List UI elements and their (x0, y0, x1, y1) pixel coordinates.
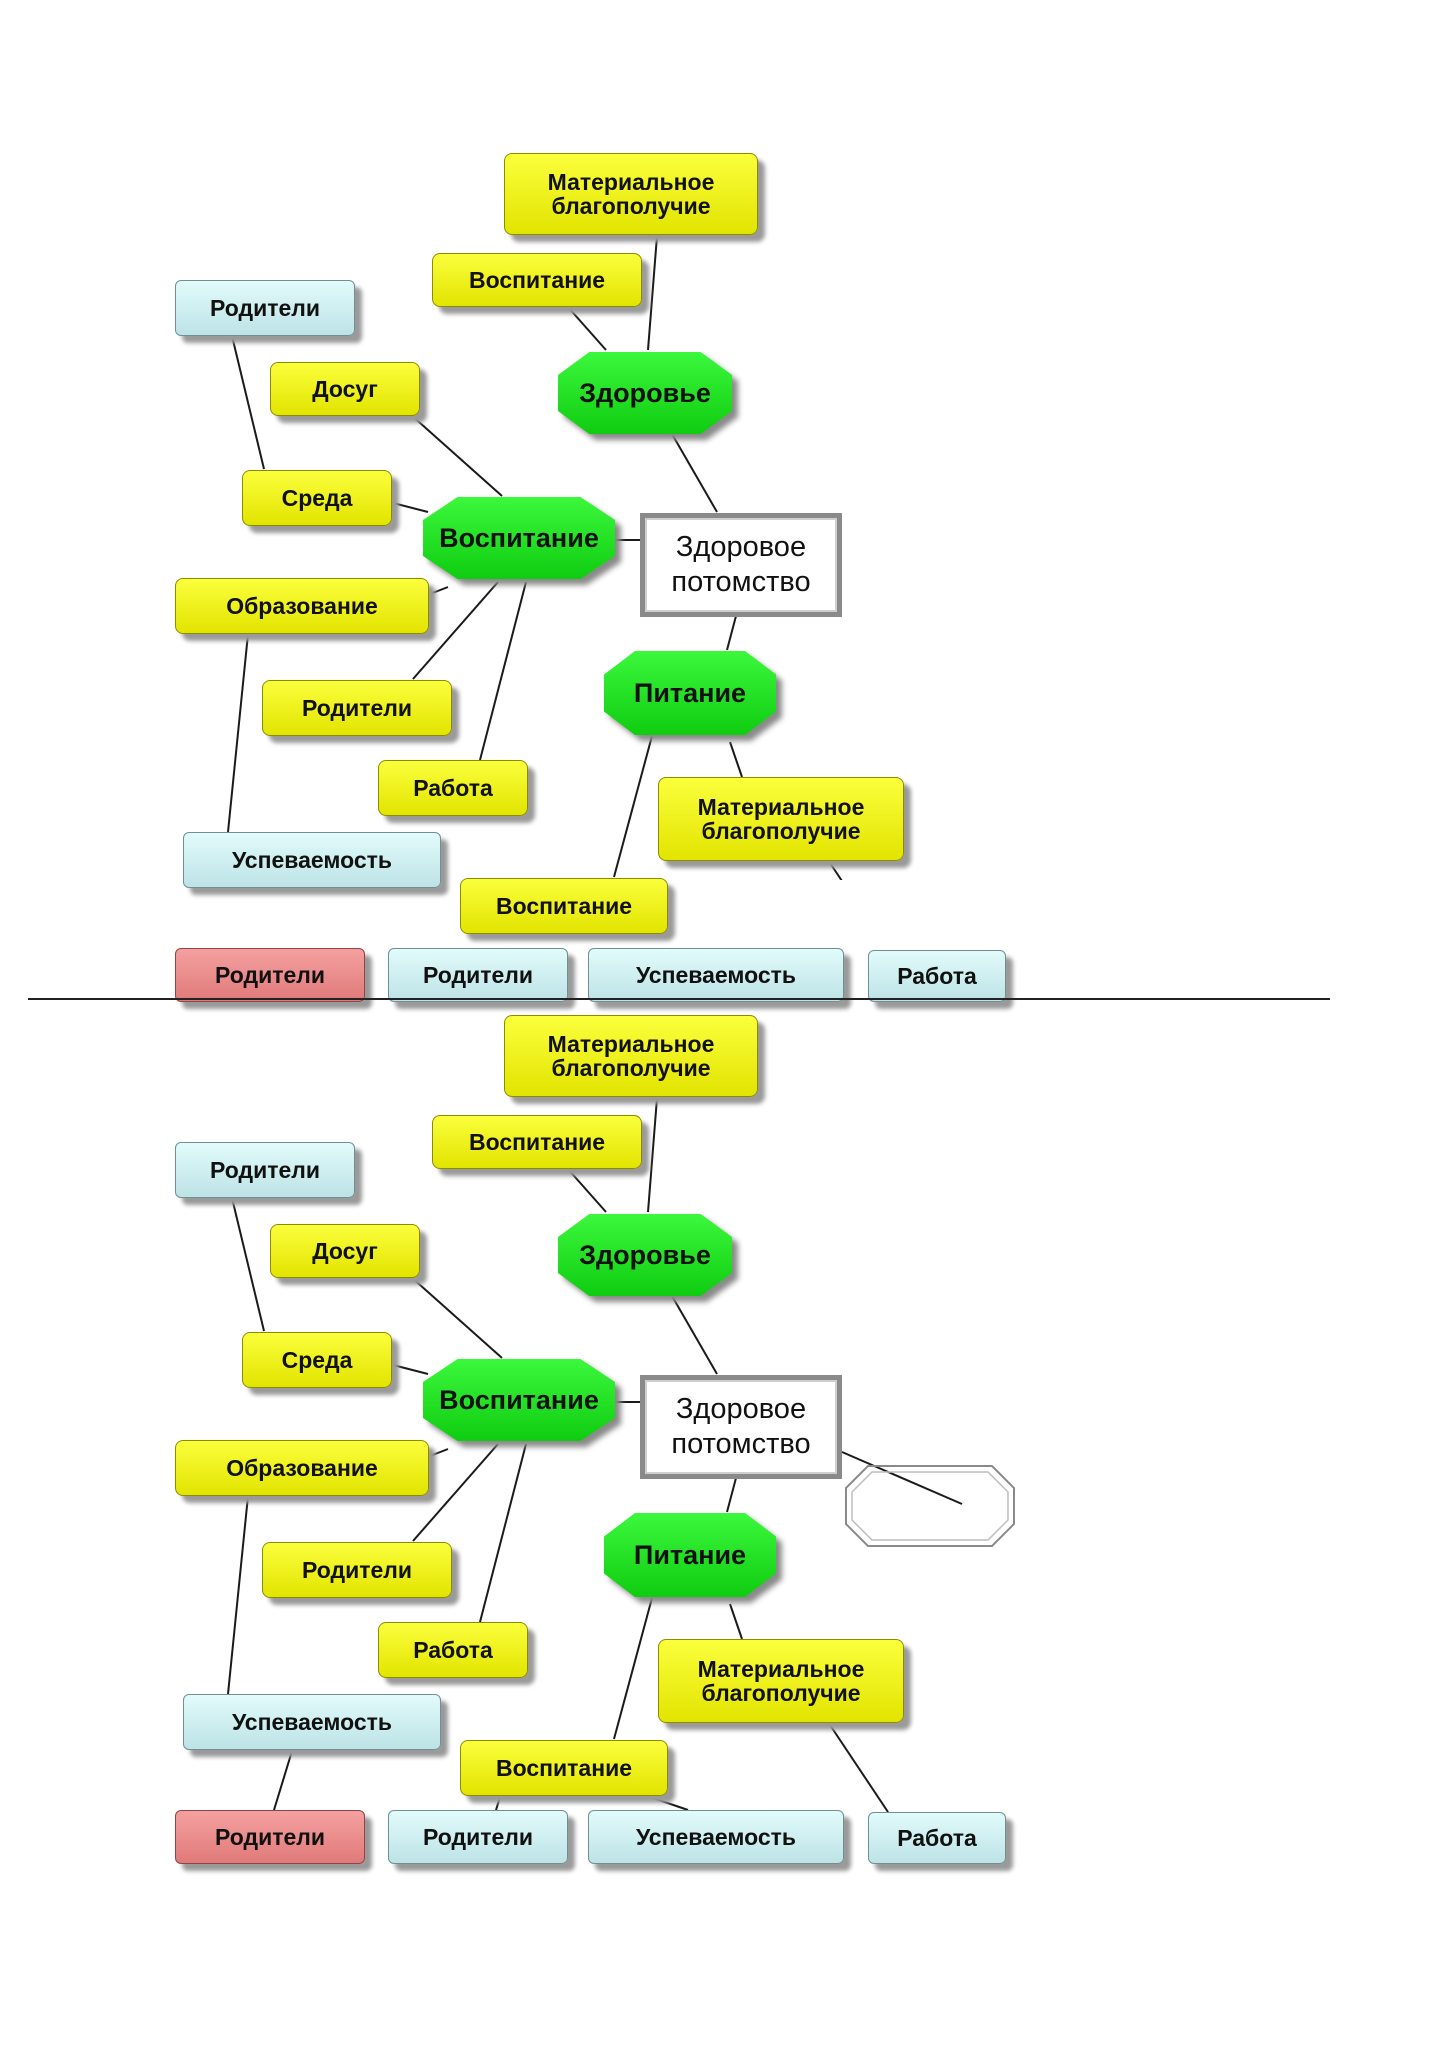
node-environment: Среда (242, 470, 392, 526)
section-divider (28, 998, 1330, 1000)
hub-health-label: Здоровье (558, 352, 732, 434)
node-parents: Родители (262, 1542, 452, 1598)
node-upbringing: Воспитание (460, 1740, 668, 1796)
link (392, 502, 429, 513)
link (412, 581, 499, 680)
link (671, 433, 718, 513)
link (729, 1603, 743, 1640)
link (827, 859, 843, 880)
link (613, 735, 653, 878)
node-parents: Родители (262, 680, 452, 736)
node-upbringing: Воспитание (432, 1115, 642, 1169)
hub-health-label: Здоровье (558, 1214, 732, 1296)
node-material-wellbeing: Материальное благополучие (504, 1015, 758, 1097)
link (827, 1721, 889, 1813)
node-parents: Родители (175, 1142, 355, 1198)
hub-nutrition: Питание (604, 651, 776, 735)
empty-octagon-inner (851, 1471, 1009, 1541)
hub-nutrition-label: Питание (604, 1513, 776, 1597)
link (412, 1443, 499, 1542)
node-education: Образование (175, 578, 429, 634)
link (495, 1796, 501, 1811)
node-parents-highlighted: Родители (175, 1810, 365, 1864)
node-academic-performance: Успеваемость (183, 1694, 441, 1750)
node-academic-performance: Успеваемость (588, 948, 844, 1002)
node-parents-highlighted: Родители (175, 948, 365, 1002)
node-upbringing: Воспитание (460, 878, 668, 934)
link (227, 633, 249, 833)
link (273, 1750, 293, 1811)
link (479, 1443, 527, 1623)
link (671, 1295, 718, 1375)
link (613, 1597, 653, 1740)
node-material-wellbeing: Материальное благополучие (658, 1639, 904, 1723)
link (409, 413, 503, 497)
node-leisure: Досуг (270, 362, 420, 416)
node-work: Работа (868, 950, 1006, 1002)
node-parents: Родители (175, 280, 355, 336)
node-education: Образование (175, 1440, 429, 1496)
link (566, 305, 607, 351)
link (429, 586, 449, 595)
hub-nutrition: Питание (604, 1513, 776, 1597)
link (227, 1495, 249, 1695)
link (231, 335, 265, 470)
link (429, 1448, 449, 1457)
node-academic-performance: Успеваемость (183, 832, 441, 888)
node-upbringing: Воспитание (432, 253, 642, 307)
center-healthy-offspring: Здоровое потомство (640, 1375, 842, 1479)
link (479, 581, 527, 761)
link (729, 741, 743, 778)
node-work: Работа (378, 760, 528, 816)
node-material-wellbeing: Материальное благополучие (658, 777, 904, 861)
link (726, 615, 737, 651)
link (566, 1167, 607, 1213)
hub-health: Здоровье (558, 1214, 732, 1296)
link (647, 1097, 658, 1213)
link (647, 235, 658, 351)
link (726, 1477, 737, 1513)
node-work: Работа (378, 1622, 528, 1678)
link (392, 1364, 429, 1375)
node-leisure: Досуг (270, 1224, 420, 1278)
empty-octagon (845, 1465, 1015, 1547)
link (649, 1796, 689, 1811)
node-parents: Родители (388, 1810, 568, 1864)
hub-upbringing-label: Воспитание (423, 497, 615, 579)
hub-health: Здоровье (558, 352, 732, 434)
diagram-links (227, 235, 843, 880)
link (841, 1451, 963, 1505)
center-healthy-offspring: Здоровое потомство (640, 513, 842, 617)
node-work: Работа (868, 1812, 1006, 1864)
node-academic-performance: Успеваемость (588, 1810, 844, 1864)
hub-upbringing: Воспитание (423, 1359, 615, 1441)
link (409, 1275, 503, 1359)
hub-nutrition-label: Питание (604, 651, 776, 735)
diagram-top: Материальное благополучие Воспитание Род… (0, 0, 1449, 1002)
hub-upbringing-label: Воспитание (423, 1359, 615, 1441)
link (231, 1197, 265, 1332)
node-material-wellbeing: Материальное благополучие (504, 153, 758, 235)
node-parents: Родители (388, 948, 568, 1002)
hub-upbringing: Воспитание (423, 497, 615, 579)
node-environment: Среда (242, 1332, 392, 1388)
